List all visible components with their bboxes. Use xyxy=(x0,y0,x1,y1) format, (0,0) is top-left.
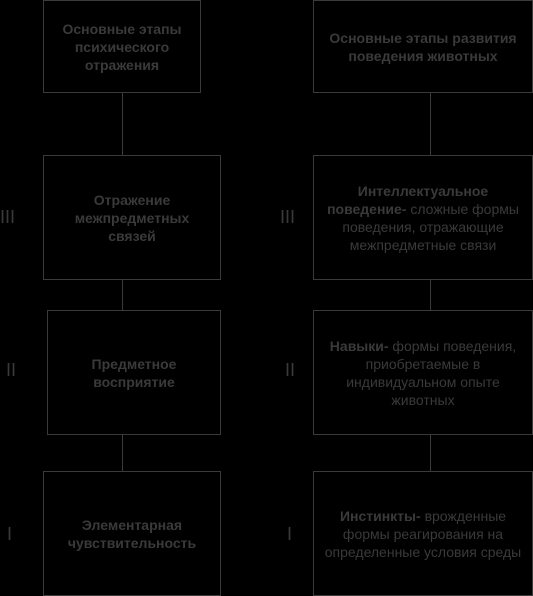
right-connector-2 xyxy=(430,280,431,310)
right-stage1-content: Инстинкты- врожденные формы реагирования… xyxy=(317,507,529,561)
level-1-left: I xyxy=(7,524,13,544)
right-stage1-description: врожденные формы реагирования на определ… xyxy=(324,507,522,560)
left-stage2-text: Предметное восприятие xyxy=(91,355,177,390)
left-stage1-text: Элементарная чувствительность xyxy=(67,516,197,551)
right-stage1-box: Инстинкты- врожденные формы реагирования… xyxy=(313,471,533,596)
left-stage1-box: Элементарная чувствительность xyxy=(43,471,221,596)
right-stage2-title: Навыки- xyxy=(329,337,389,354)
left-header-text: Основные этапы психического отражения xyxy=(62,20,182,73)
right-stage2-content: Навыки- формы поведения, приобретаемые в… xyxy=(317,337,529,409)
level-3-right: III xyxy=(280,207,296,227)
left-connector-3 xyxy=(122,435,123,471)
right-connector-3 xyxy=(430,435,431,471)
right-stage3-content: Интеллектуальное поведение- сложные форм… xyxy=(318,182,528,254)
left-header-box: Основные этапы психического отражения xyxy=(43,0,201,93)
right-stage2-description: формы поведения, приобретаемые в индивид… xyxy=(346,337,517,408)
right-connector-1 xyxy=(430,93,431,155)
left-stage3-text: Отражение межпредметных связей xyxy=(74,191,190,244)
right-stage3-title: Интеллектуальное поведение- xyxy=(327,182,489,217)
right-header-box: Основные этапы развития поведения животн… xyxy=(313,0,533,93)
level-1-right: I xyxy=(287,524,293,544)
right-stage3-box: Интеллектуальное поведение- сложные форм… xyxy=(313,155,533,280)
left-connector-1 xyxy=(122,93,123,155)
right-stage1-title: Инстинкты- xyxy=(339,507,421,524)
level-2-left: II xyxy=(6,360,17,380)
right-stage2-box: Навыки- формы поведения, приобретаемые в… xyxy=(313,310,533,435)
level-2-right: II xyxy=(285,360,296,380)
right-stage3-description: сложные формы поведения, отражающие межп… xyxy=(342,200,519,253)
level-3-left: III xyxy=(0,207,16,227)
left-stage2-box: Предметное восприятие xyxy=(47,310,221,435)
left-connector-2 xyxy=(122,280,123,310)
left-stage3-box: Отражение межпредметных связей xyxy=(43,155,221,280)
right-header-text: Основные этапы развития поведения животн… xyxy=(329,29,517,64)
